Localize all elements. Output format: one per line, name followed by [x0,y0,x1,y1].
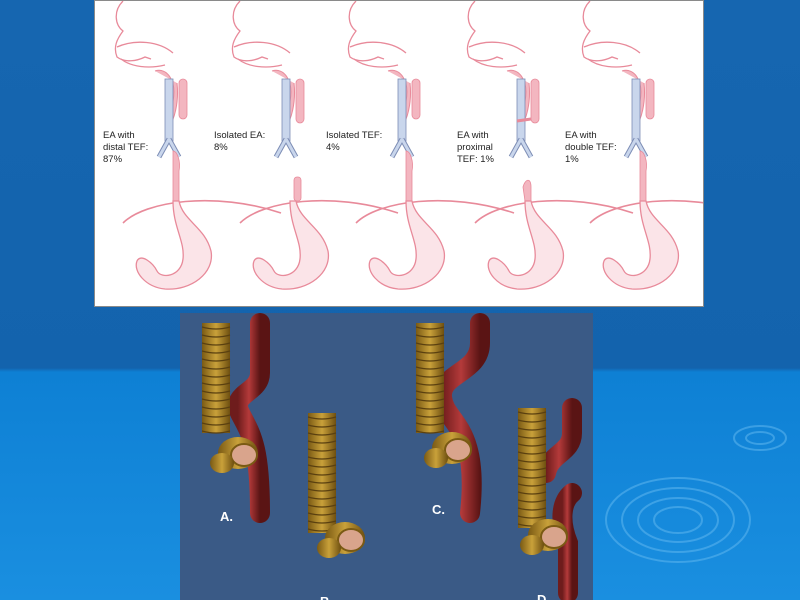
model-c [415,313,490,523]
caption-isolated-ea: Isolated EA: 8% [214,130,266,153]
model-a [201,313,270,523]
anatomy-illustrations [114,1,703,290]
model-b [307,403,373,593]
anatomy-figure-isolated-tef [347,1,515,290]
caption-ea-distal-tef: EA with distal TEF: 87% [103,130,149,165]
anatomy-figure-isolated-ea [231,1,399,290]
label-d: D. [537,592,550,600]
label-c: C. [432,502,445,517]
fistula-3d-illustration: A. B. C. D. [180,313,593,600]
anatomy-figure-double [581,1,703,290]
label-b: B. [320,594,333,600]
ripple-decoration [605,425,787,563]
model-d [517,398,582,600]
caption-isolated-tef: Isolated TEF: 4% [326,130,383,153]
anatomy-diagram-panel: EA with distal TEF: 87% Isolated EA: 8% … [94,0,704,307]
anatomy-figure-distal [114,1,282,290]
anatomy-figure-proximal [466,1,634,290]
label-a: A. [220,509,233,524]
trachea-esophagus-models [201,313,582,600]
caption-ea-proximal-tef: EA with proximal TEF: 1% [457,130,494,165]
caption-ea-double-tef: EA with double TEF: 1% [565,130,617,165]
